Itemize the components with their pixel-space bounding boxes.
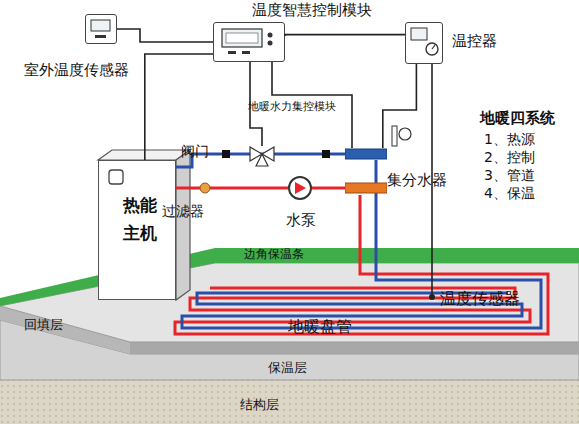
list-item: 3、管道 <box>484 167 535 183</box>
layer-label: 结构层 <box>240 398 279 413</box>
sensor-face <box>91 20 110 31</box>
manifold-bars <box>345 148 387 194</box>
thermostat-face <box>432 45 435 49</box>
supply-pipe <box>176 187 288 190</box>
thermostat-face <box>406 23 441 62</box>
thermometer-symbol <box>392 126 397 146</box>
supply-pipe <box>312 187 345 190</box>
gauge-symbol <box>399 128 411 140</box>
pipe-fitting <box>322 150 330 158</box>
controller-face <box>268 41 273 46</box>
sensor-label: 室外温度传感器 <box>24 62 129 79</box>
pipe-fitting <box>222 150 230 158</box>
sensor-face <box>86 15 115 42</box>
controller-face <box>228 51 236 54</box>
controller-face <box>242 51 250 54</box>
thermostat-face <box>426 43 438 55</box>
thermostat-box: 温控器 <box>405 22 443 64</box>
manifold-bars <box>345 183 387 193</box>
floor-coil-supply <box>175 195 548 334</box>
valve-symbol <box>256 154 268 166</box>
thermostat-label: 温控器 <box>452 33 497 50</box>
layer-label: 回填层 <box>24 318 63 333</box>
controller-face <box>268 33 273 38</box>
layer-label: 边角保温条 <box>244 248 304 262</box>
part-label: 温度传感器 <box>440 290 520 308</box>
signal-wire <box>117 29 213 42</box>
controller-face <box>222 29 262 47</box>
list-item: 4、保温 <box>484 185 535 201</box>
part-label: 地暖盘管 <box>288 318 352 336</box>
part-label: 阀门 <box>181 143 209 159</box>
outdoor-sensor-box: 室外温度传感器 <box>85 14 117 44</box>
module-label: 地暖水力集控模块 <box>248 101 336 114</box>
signal-wire <box>285 35 405 36</box>
pump-impeller <box>295 182 306 194</box>
module-title: 温度智慧控制模块 <box>252 2 372 19</box>
host-label: 热能主机 <box>121 191 159 247</box>
part-label: 过滤器 <box>162 203 204 219</box>
structure-texture <box>0 380 579 424</box>
layer-label: 保温层 <box>268 361 307 376</box>
manifold-bars <box>345 149 387 159</box>
controller-face <box>226 33 258 43</box>
temperature-sensor-symbol <box>429 294 435 300</box>
floor-coil-return <box>182 160 541 328</box>
list-heading: 地暖四系统 <box>480 110 555 127</box>
thermostat-face <box>411 28 427 40</box>
list-item: 1、热源 <box>484 131 535 147</box>
control-module-box: 温度智慧控制模块 <box>213 22 285 62</box>
heat-host-box: 热能主机 <box>98 160 176 300</box>
pump-label: 水泵 <box>286 212 316 229</box>
manifold: 集分水器 <box>345 148 387 194</box>
list-item: 2、控制 <box>484 149 535 165</box>
host-panel <box>109 170 123 184</box>
controller-face <box>214 23 283 60</box>
sensor-face <box>95 35 106 38</box>
signal-wire <box>145 54 213 160</box>
manifold-label: 集分水器 <box>387 172 447 189</box>
host-side-face <box>176 150 190 300</box>
signal-wire <box>383 64 417 148</box>
filter-symbol <box>200 183 210 193</box>
pump-circle: 水泵 <box>288 176 312 200</box>
pump-impeller <box>290 178 310 198</box>
edge-insulation-strip <box>215 248 579 263</box>
structure-layer <box>0 380 579 424</box>
backfill-front-face <box>130 342 579 354</box>
